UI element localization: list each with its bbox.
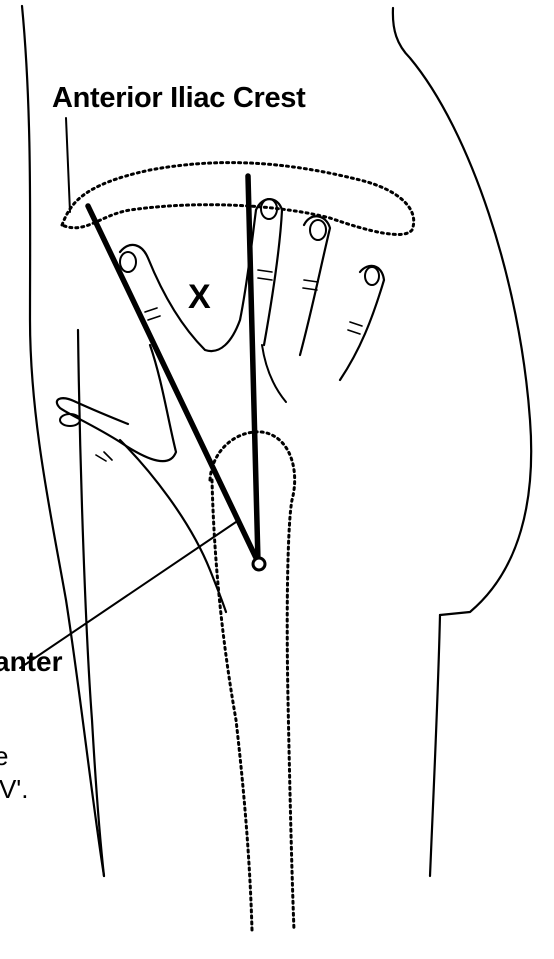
pinky-nail <box>365 267 379 285</box>
caption-line-1: e <box>0 741 8 772</box>
finger-creases <box>96 270 362 461</box>
caption-line-2: 'V'. <box>0 774 29 805</box>
iliac-crest-outline <box>62 163 414 235</box>
injection-site-x-label: X <box>188 278 211 317</box>
anterior-iliac-crest-label: Anterior Iliac Crest <box>52 82 305 115</box>
hand-palm-edge <box>262 345 286 402</box>
hand-ring-finger <box>300 216 330 355</box>
ring-nail <box>310 220 326 240</box>
crest-pointer-line <box>66 118 70 212</box>
middle-nail <box>261 199 277 219</box>
thumb-nail <box>60 414 80 426</box>
right-hip-outline <box>393 8 531 615</box>
v-line-index <box>88 206 258 562</box>
right-leg-line <box>430 615 440 876</box>
femur-outline <box>210 432 295 930</box>
greater-trochanter-label: anter <box>0 646 62 678</box>
femur-inner-outline <box>212 480 252 930</box>
left-body-outline <box>22 6 104 876</box>
index-nail <box>120 252 136 272</box>
trochanter-point <box>253 558 265 570</box>
hand-thumb <box>57 345 176 461</box>
